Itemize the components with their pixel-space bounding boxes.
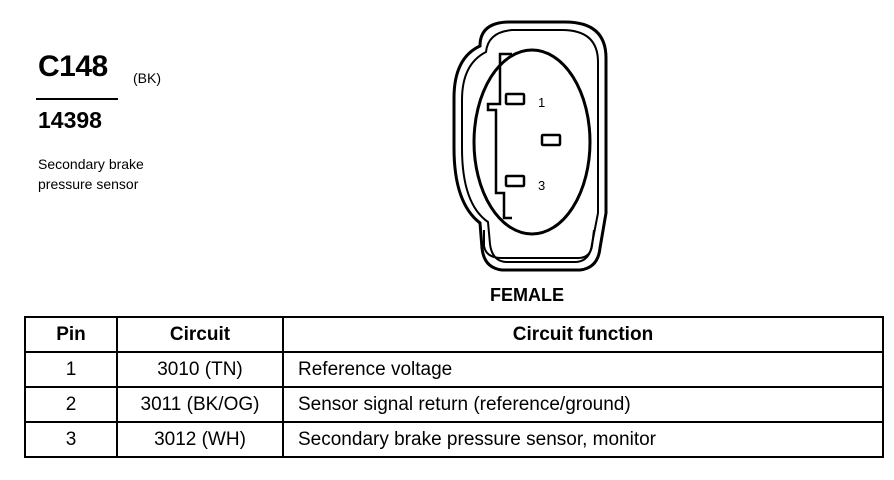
header-circuit: Circuit: [116, 316, 284, 353]
cell-circuit-function: Secondary brake pressure sensor, monitor: [282, 421, 884, 458]
pin-3-terminal: [504, 174, 526, 188]
table-header-row: Pin Circuit Circuit function: [24, 316, 884, 353]
title-divider: [36, 98, 118, 100]
cell-pin: 3: [24, 421, 118, 458]
cell-circuit: 3012 (WH): [116, 421, 284, 458]
connector-latch: [483, 229, 595, 259]
part-number: 14398: [38, 107, 102, 133]
connector-key-notch: [486, 52, 512, 220]
table-row: 3 3012 (WH) Secondary brake pressure sen…: [24, 421, 884, 458]
header-circuit-function: Circuit function: [282, 316, 884, 353]
connector-id: C148: [38, 50, 108, 83]
connector-housing-inner-outline: [461, 29, 599, 263]
cell-circuit: 3011 (BK/OG): [116, 386, 284, 423]
connector-gender-label: FEMALE: [490, 285, 564, 305]
connector-description: Secondary brake pressure sensor: [38, 156, 144, 192]
cell-pin: 2: [24, 386, 118, 423]
cell-circuit-function: Reference voltage: [282, 351, 884, 388]
table-row: 2 3011 (BK/OG) Sensor signal return (ref…: [24, 386, 884, 423]
pin-2-terminal: [540, 133, 562, 147]
cell-pin: 1: [24, 351, 118, 388]
pin-3-label: 3: [538, 178, 545, 193]
connector-color-code: (BK): [133, 70, 161, 86]
connector-housing-outline: [452, 20, 608, 272]
pinout-table: Pin Circuit Circuit function 1 3010 (TN)…: [24, 316, 884, 458]
pin-1-terminal: [504, 92, 526, 106]
table-row: 1 3010 (TN) Reference voltage: [24, 351, 884, 388]
pin-1-label: 1: [538, 95, 545, 110]
header-pin: Pin: [24, 316, 118, 353]
cell-circuit-function: Sensor signal return (reference/ground): [282, 386, 884, 423]
connector-face: [472, 48, 592, 236]
cell-circuit: 3010 (TN): [116, 351, 284, 388]
connector-face-diagram: 1 3: [452, 20, 608, 272]
